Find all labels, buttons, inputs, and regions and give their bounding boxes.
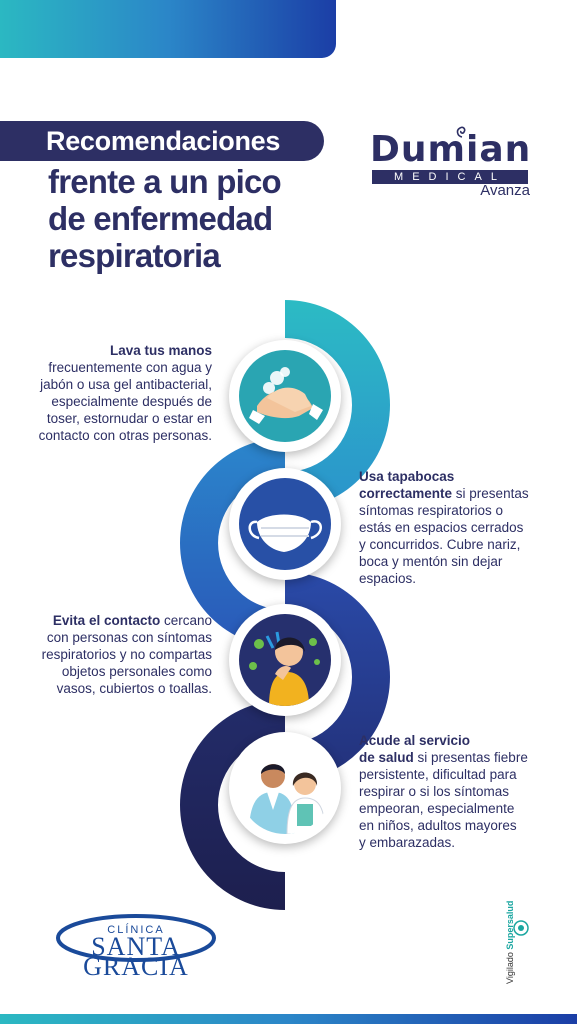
tip-health-text: Acude al servicio de salud si presentas … (359, 732, 559, 851)
tip-handwash-line-3: especialmente después de (51, 394, 212, 409)
tip-mask-line-5: espacios. (359, 571, 417, 586)
logo-ring-icon (56, 914, 216, 962)
handwash-circle (229, 340, 341, 452)
tip-mask-line-1: síntomas respiratorios o (359, 503, 504, 518)
spine-segment-2 (180, 438, 285, 648)
health-service-circle (229, 732, 341, 844)
header-pill-title: Recomendaciones (0, 121, 324, 161)
tip-health-line-5: y embarazadas. (359, 835, 456, 850)
tip-mask-line-3: y concurridos. Cubre nariz, (359, 537, 521, 552)
tip-handwash-title: Lava tus manos (109, 343, 212, 358)
vigilado-label: Vigilado Supersalud (505, 900, 515, 984)
supersalud-seal: Vigilado Supersalud (497, 901, 537, 988)
tip-health-line-3: empeoran, especialmente (359, 801, 515, 816)
tip-health-after-bold: si presentas fiebre (413, 750, 528, 765)
top-gradient-bar (0, 0, 336, 58)
tip-contact-title: Evita el contacto (52, 613, 161, 628)
doctors-icon (249, 764, 326, 834)
clinic-name-2: GRACIA (83, 952, 189, 981)
tip-health-line-2: respirar o si los síntomas (359, 784, 510, 799)
santa-gracia-logo: CLÍNICA SANTA GRACIA (52, 910, 220, 981)
title-line-2: de enfermedad (48, 200, 273, 237)
tip-handwash-line-4: toser, estornudar o estar en (46, 411, 212, 426)
tip-health-line-4: en niños, adultos mayores (359, 818, 517, 833)
bottom-gradient-bar (0, 1014, 577, 1024)
title-line-3: respiratoria (48, 237, 221, 274)
dumian-brand-sub: MEDICAL (372, 170, 528, 184)
tip-contact-line-2: respiratorios y no compartas (41, 647, 212, 662)
tip-contact-text: Evita el contacto cercano con personas c… (20, 612, 212, 697)
clinic-name-1: SANTA (91, 932, 181, 961)
dumian-brand-name: Dumian (370, 129, 532, 170)
tip-mask-title-2: correctamente (359, 486, 453, 501)
tip-handwash-line-1: frecuentemente con agua y (48, 360, 212, 375)
title-line-1: frente a un pico (48, 163, 282, 200)
tip-mask-text: Usa tapabocas correctamente si presentas… (359, 468, 559, 587)
tip-contact-line-4: vasos, cubiertos o toallas. (56, 681, 212, 696)
handwash-icon (249, 367, 323, 424)
tip-handwash-line-5: contacto con otras personas. (38, 428, 212, 443)
supersalud-label: Supersalud (505, 900, 515, 950)
sick-person-icon (249, 631, 320, 706)
tip-health-title-1: Acude al servicio (359, 733, 471, 748)
tip-contact-line-3: objetos personales como (61, 664, 212, 679)
dumian-tagline: Avanza (480, 182, 530, 199)
seal-icon (513, 920, 529, 936)
spine-segment-1 (285, 300, 390, 510)
tip-mask-title-1: Usa tapabocas (359, 469, 455, 484)
tip-mask-after-bold: si presentas (452, 486, 529, 501)
page-title: frente a un pico de enfermedad respirato… (48, 163, 348, 274)
tip-contact-after-bold: cercano (160, 613, 212, 628)
mask-circle (229, 468, 341, 580)
tip-health-line-1: persistente, dificultad para (359, 767, 517, 782)
spine-segment-3 (285, 572, 390, 782)
clinic-label: CLÍNICA (107, 924, 165, 936)
tip-handwash-line-2: jabón o usa gel antibacterial, (40, 377, 212, 392)
spine-segment-4 (180, 700, 285, 910)
contact-circle (229, 604, 341, 716)
tip-handwash-text: Lava tus manos frecuentemente con agua y… (20, 342, 212, 444)
dumian-logo: Dumian MEDICAL Avanza (370, 126, 532, 202)
tip-mask-line-4: boca y mentón sin dejar (359, 554, 503, 569)
swirl-icon (456, 126, 466, 138)
face-mask-icon (248, 514, 322, 552)
tip-health-title-2: de salud (359, 750, 414, 765)
tip-contact-line-1: con personas con síntomas (46, 630, 212, 645)
tip-mask-line-2: estás en espacios cerrados (359, 520, 524, 535)
